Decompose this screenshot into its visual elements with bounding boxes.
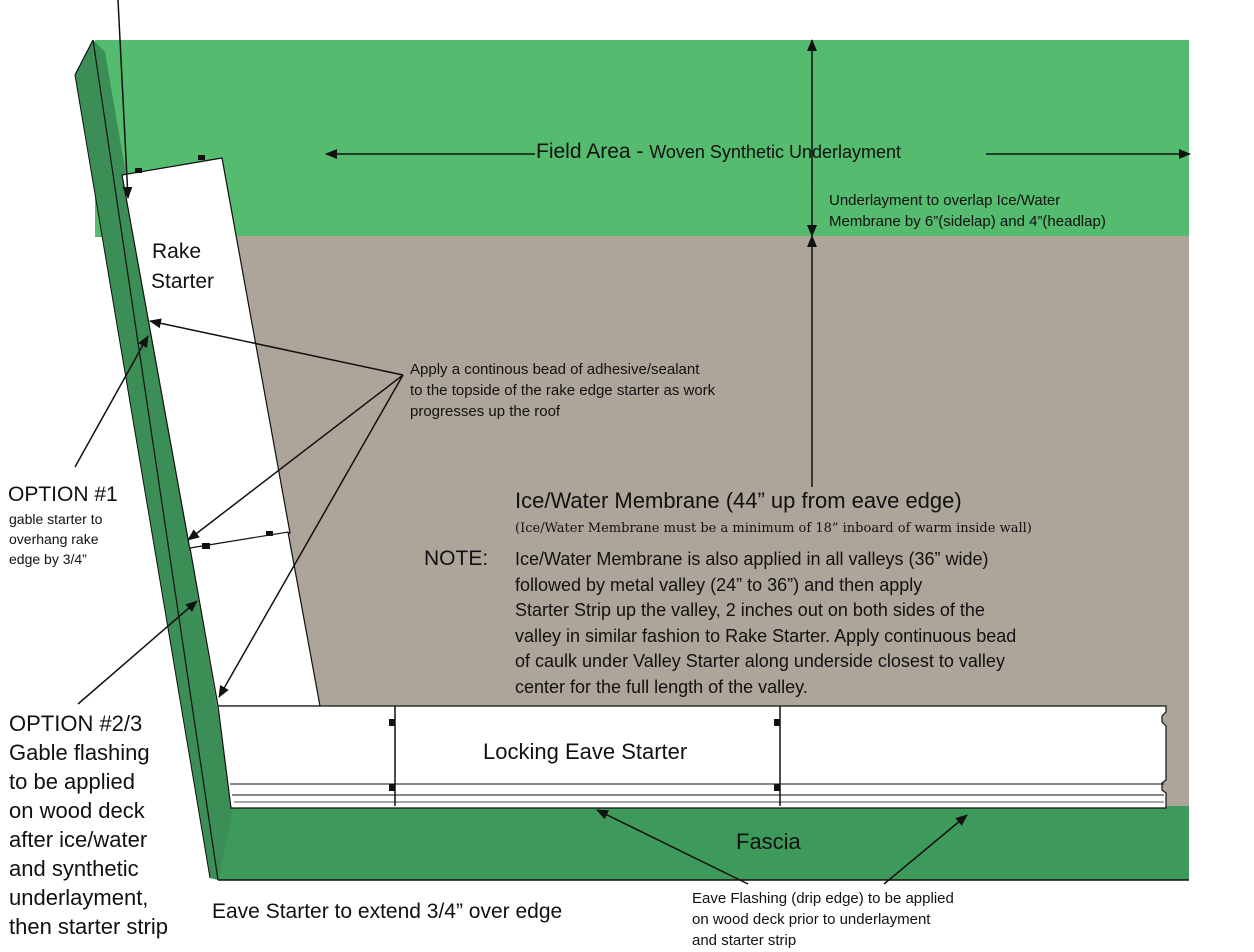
note-line-5: of caulk under Valley Starter along unde…: [515, 651, 1005, 671]
eave-flashing-line-3: and starter strip: [692, 932, 797, 949]
membrane-title: Ice/Water Membrane (44” up from eave edg…: [515, 488, 962, 513]
note-line-4: valley in similar fashion to Rake Starte…: [515, 626, 1017, 646]
locking-eave-starter-label: Locking Eave Starter: [483, 739, 688, 764]
field-area-label: Field Area - Woven Synthetic Underlaymen…: [536, 140, 901, 164]
option1-title: OPTION #1: [8, 483, 118, 506]
note-line-6: center for the full length of the valley…: [515, 677, 808, 697]
option23-line-1: OPTION #2/3: [9, 711, 143, 736]
option23-line-7: underlayment,: [9, 885, 149, 910]
membrane-subtitle: (Ice/Water Membrane must be a minimum of…: [515, 521, 1032, 536]
adhesive-note-1: Apply a continous bead of adhesive/seala…: [410, 361, 700, 378]
rake-starter-label-1: Rake: [152, 240, 202, 263]
rake-starter-label-2: Starter: [151, 270, 215, 293]
option23-line-5: after ice/water: [9, 827, 148, 852]
note-line-1: Ice/Water Membrane is also applied in al…: [515, 549, 989, 569]
note-label: NOTE:: [424, 547, 489, 570]
overlap-line-1: Underlayment to overlap Ice/Water: [829, 192, 1061, 209]
fascia-board: [218, 806, 1189, 880]
option1-line-3: edge by 3/4”: [9, 551, 87, 567]
adhesive-note-2: to the topside of the rake edge starter …: [410, 382, 716, 399]
option23-line-6: and synthetic: [9, 856, 139, 881]
field-area-sub: Woven Synthetic Underlayment: [649, 142, 902, 162]
note-line-3: Starter Strip up the valley, 2 inches ou…: [515, 600, 985, 620]
option23-line-4: on wood deck: [9, 798, 145, 823]
option1-line-1: gable starter to: [9, 511, 103, 527]
overlap-line-2: Membrane by 6”(sidelap) and 4”(headlap): [829, 213, 1106, 230]
annotation-arrows: [74, 0, 1191, 885]
field-area-main: Field Area -: [536, 140, 650, 163]
option1-line-2: overhang rake: [9, 531, 99, 547]
field-area-region: [95, 40, 1189, 237]
option23-line-2: Gable flashing: [9, 740, 150, 765]
fascia-label: Fascia: [736, 829, 801, 854]
rake-starter-piece-upper: [121, 157, 291, 551]
note-line-2: followed by metal valley (24” to 36”) an…: [515, 575, 923, 595]
eave-starter-extend-label: Eave Starter to extend 3/4” over edge: [212, 900, 563, 923]
adhesive-note-3: progresses up the roof: [410, 403, 561, 420]
eave-flashing-line-1: Eave Flashing (drip edge) to be applied: [692, 890, 954, 907]
locking-eave-starter-strip: [217, 705, 1167, 809]
eave-flashing-line-2: on wood deck prior to underlayment: [692, 911, 931, 928]
option23-line-3: to be applied: [9, 769, 135, 794]
option23-line-8: then starter strip: [9, 914, 168, 939]
